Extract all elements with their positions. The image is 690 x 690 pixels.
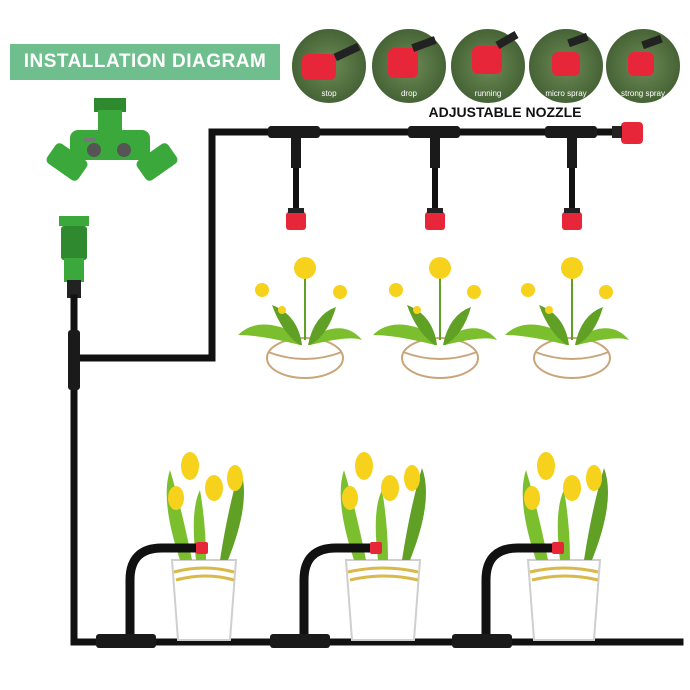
lower-plant-1: [166, 452, 244, 641]
tap-connector-icon: [59, 216, 89, 298]
nozzle-mode-micro-spray: micro spray: [527, 27, 605, 105]
adjustable-nozzle-heading: ADJUSTABLE NOZZLE: [428, 104, 582, 120]
nozzle-mode-running: running: [449, 27, 527, 105]
mode-label-micro-spray: micro spray: [545, 89, 586, 98]
mode-label-stop: stop: [321, 89, 337, 98]
end-nozzle: [621, 122, 643, 144]
upper-plant-row: [238, 257, 629, 379]
nozzle-mode-drop: drop: [370, 27, 448, 105]
lower-tee-connectors: [96, 634, 512, 648]
nozzle-mode-thumbnails: stop drop running micro spray: [290, 27, 682, 105]
mode-label-drop: drop: [401, 89, 418, 98]
lower-plant-3: [522, 452, 608, 641]
drip-nozzle-3: [562, 212, 582, 230]
mode-label-strong-spray: strong spray: [621, 89, 665, 98]
upper-tee-connectors: [268, 122, 643, 230]
nozzle-icon: [552, 52, 580, 76]
nozzle-icon: [628, 52, 654, 76]
nozzle-mode-stop: stop: [290, 27, 368, 105]
nozzle-icon: [472, 46, 502, 74]
upper-plant-1: [238, 257, 362, 379]
drip-nozzle-1: [286, 212, 306, 230]
left-tee-connector: [68, 330, 80, 390]
lower-plant-row: [166, 452, 608, 641]
feeder-hoses: [125, 543, 557, 641]
upper-plant-2: [373, 257, 497, 379]
nozzle-icon: [388, 48, 418, 78]
lower-plant-2: [340, 452, 426, 641]
feeder-nozzles: [196, 542, 564, 554]
nozzle-icon: [302, 54, 336, 80]
upper-plant-3: [505, 257, 629, 379]
diagram-title-banner: INSTALLATION DIAGRAM: [10, 44, 280, 80]
drip-nozzle-2: [425, 212, 445, 230]
mode-label-running: running: [475, 89, 502, 98]
y-splitter-icon: [46, 98, 178, 181]
nozzle-mode-strong-spray: strong spray: [604, 27, 682, 105]
